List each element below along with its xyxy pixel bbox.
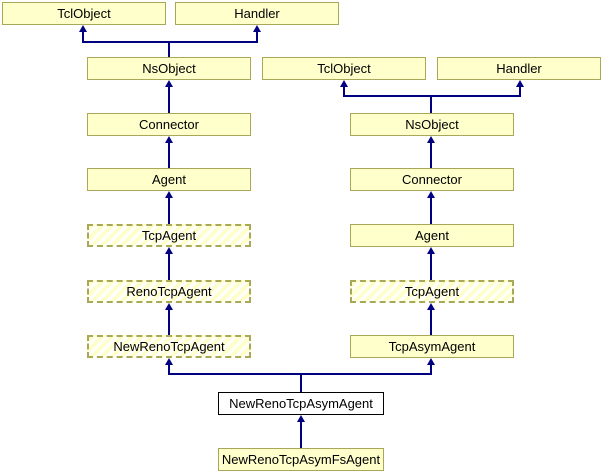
class-node-tclobject-left[interactable]: TclObject: [2, 2, 166, 25]
inheritance-arrowhead-icon: [427, 136, 435, 143]
class-node-agent-left[interactable]: Agent: [87, 168, 251, 191]
inheritance-edge-line: [430, 364, 432, 375]
inheritance-edge-line: [168, 142, 170, 168]
inheritance-edge-line: [343, 86, 345, 97]
inheritance-arrowhead-icon: [165, 136, 173, 143]
class-node-tcpagent-right: TcpAgent: [350, 280, 514, 303]
class-node-agent-right[interactable]: Agent: [350, 224, 514, 247]
class-node-connector-right[interactable]: Connector: [350, 168, 514, 191]
inheritance-arrowhead-icon: [165, 358, 173, 365]
inheritance-edge-line: [300, 421, 302, 448]
class-node-nsobject-left[interactable]: NsObject: [87, 57, 251, 80]
inheritance-edge-line: [82, 41, 258, 43]
class-node-newrenotcpasymfsagent[interactable]: NewRenoTcpAsymFsAgent: [218, 448, 384, 471]
class-node-tcpasymagent[interactable]: TcpAsymAgent: [350, 335, 514, 358]
inheritance-edge-line: [430, 95, 432, 113]
inheritance-arrowhead-icon: [165, 80, 173, 87]
inheritance-arrowhead-icon: [253, 25, 261, 32]
inheritance-arrowhead-icon: [427, 247, 435, 254]
inheritance-edge-line: [168, 86, 170, 113]
class-node-handler-right[interactable]: Handler: [437, 57, 601, 80]
class-node-newrenotcpagent: NewRenoTcpAgent: [87, 335, 251, 358]
inheritance-arrowhead-icon: [427, 358, 435, 365]
inheritance-arrowhead-icon: [165, 303, 173, 310]
inheritance-edge-line: [343, 95, 521, 97]
inheritance-edge-line: [256, 30, 258, 43]
inheritance-edge-line: [430, 197, 432, 224]
inheritance-edge-line: [519, 86, 521, 97]
inheritance-arrowhead-icon: [427, 303, 435, 310]
inheritance-edge-line: [168, 309, 170, 335]
inheritance-edge-line: [168, 197, 170, 224]
inheritance-arrowhead-icon: [165, 191, 173, 198]
class-node-tclobject-right[interactable]: TclObject: [262, 57, 426, 80]
inheritance-arrowhead-icon: [516, 80, 524, 87]
inheritance-edge-line: [430, 253, 432, 280]
inheritance-edge-line: [168, 253, 170, 280]
class-node-connector-left[interactable]: Connector: [87, 113, 251, 136]
class-node-handler-left[interactable]: Handler: [175, 2, 339, 25]
inheritance-arrowhead-icon: [427, 191, 435, 198]
inheritance-edge-line: [168, 41, 170, 57]
class-node-renotcpagent: RenoTcpAgent: [87, 280, 251, 303]
inheritance-edge-line: [300, 373, 302, 392]
inheritance-arrowhead-icon: [165, 247, 173, 254]
class-node-newrenotcpasymagent: NewRenoTcpAsymAgent: [218, 392, 384, 415]
inheritance-edge-line: [82, 30, 84, 43]
class-node-nsobject-right[interactable]: NsObject: [350, 113, 514, 136]
inheritance-edge-line: [168, 364, 170, 375]
class-node-tcpagent-left: TcpAgent: [87, 224, 251, 247]
inheritance-arrowhead-icon: [79, 25, 87, 32]
inheritance-edge-line: [430, 142, 432, 168]
inheritance-edge-line: [430, 309, 432, 335]
inheritance-arrowhead-icon: [340, 80, 348, 87]
inheritance-arrowhead-icon: [297, 415, 305, 422]
